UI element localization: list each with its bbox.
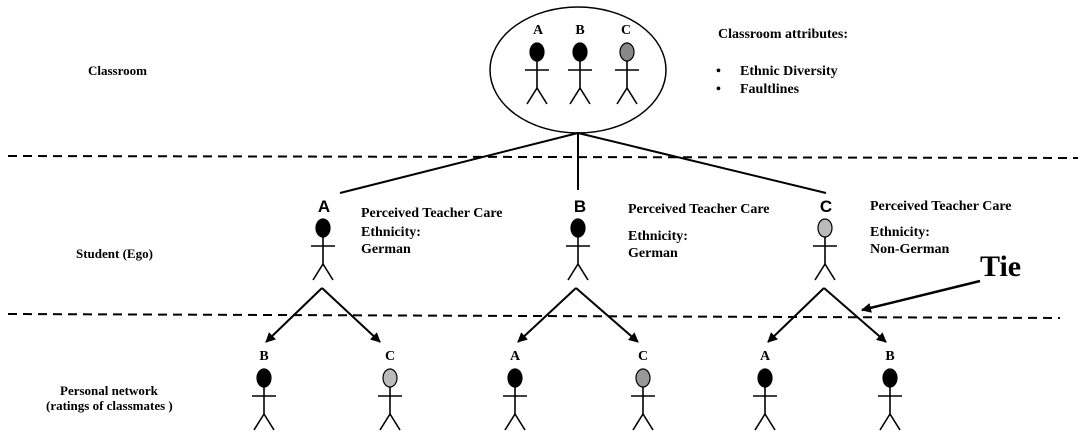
network-figure-b-a — [503, 368, 527, 431]
figure-left-leg — [312, 263, 324, 281]
arrow-a-to-c — [321, 287, 381, 343]
figure-head — [382, 368, 398, 388]
figure-left-leg — [879, 413, 891, 431]
figure-head — [757, 368, 773, 388]
link-classroom-student-c — [577, 132, 827, 194]
network-letter-c-1: B — [885, 349, 894, 364]
student-a-care: Perceived Teacher Care — [361, 206, 503, 221]
student-b-care: Perceived Teacher Care — [628, 202, 770, 217]
figure-right-leg — [579, 87, 591, 105]
separator-top — [7, 155, 1079, 159]
network-figure-b-c — [631, 368, 655, 431]
student-letter-a: A — [318, 197, 330, 216]
network-figure-c-b — [878, 368, 902, 431]
figure-head — [570, 218, 586, 238]
arrow-c-to-b — [823, 287, 887, 343]
network-figure-a-c — [378, 368, 402, 431]
level-label-network: Personal network — [60, 383, 159, 398]
classroom-letter-b: B — [575, 23, 584, 38]
network-letter-b-1: C — [638, 349, 648, 364]
classroom-figure-c — [615, 42, 639, 105]
figure-left-leg — [569, 87, 581, 105]
figure-right-leg — [514, 413, 526, 431]
network-letter-a-1: C — [385, 349, 395, 364]
figure-right-leg — [322, 263, 334, 281]
figure-right-leg — [889, 413, 901, 431]
separator-bottom — [7, 313, 1061, 319]
level-label-student: Student (Ego) — [76, 246, 153, 261]
figure-right-leg — [824, 263, 836, 281]
arrow-c-to-a — [767, 287, 825, 343]
classroom-figure-a — [525, 42, 549, 105]
student-figure-c — [813, 218, 837, 281]
network-letter-b-0: A — [510, 349, 521, 364]
figure-left-leg — [814, 263, 826, 281]
figure-right-leg — [263, 413, 275, 431]
tie-arrow — [861, 279, 981, 313]
classroom-letter-c: C — [621, 23, 631, 38]
stick-figures — [252, 42, 902, 431]
figure-left-leg — [379, 413, 391, 431]
attribute-bullet: • — [716, 82, 721, 97]
link-classroom-student-a — [339, 132, 579, 194]
figure-left-leg — [504, 413, 516, 431]
figure-head — [572, 42, 588, 62]
network-figure-c-a — [753, 368, 777, 431]
student-b-ethnicity-value: German — [628, 246, 678, 261]
figure-right-leg — [764, 413, 776, 431]
figure-left-leg — [754, 413, 766, 431]
student-figure-b — [566, 218, 590, 281]
figure-head — [817, 218, 833, 238]
student-b-ethnicity-label: Ethnicity: — [628, 229, 688, 244]
attribute-ethnic-diversity: Ethnic Diversity — [740, 64, 838, 79]
tie-label: Tie — [980, 250, 1021, 283]
figure-left-leg — [526, 87, 538, 105]
student-c-ethnicity-value: Non-German — [870, 242, 950, 257]
classroom-letter-a: A — [533, 23, 544, 38]
student-c-care: Perceived Teacher Care — [870, 199, 1012, 214]
student-a-ethnicity-value: German — [361, 242, 411, 257]
level-label-network-sub: (ratings of classmates ) — [46, 398, 173, 413]
figure-left-leg — [567, 263, 579, 281]
figure-head — [315, 218, 331, 238]
figure-left-leg — [616, 87, 628, 105]
student-letter-b: B — [574, 197, 586, 216]
student-letter-c: C — [820, 197, 832, 216]
figure-head — [619, 42, 635, 62]
classroom-attributes-title: Classroom attributes: — [718, 27, 848, 42]
figure-left-leg — [253, 413, 265, 431]
figure-right-leg — [536, 87, 548, 105]
network-letter-a-0: B — [259, 349, 268, 364]
arrow-a-to-b — [265, 287, 323, 343]
level-label-classroom: Classroom — [88, 63, 147, 78]
network-figure-a-b — [252, 368, 276, 431]
figure-head — [635, 368, 651, 388]
arrow-b-to-c — [575, 287, 639, 343]
figure-head — [507, 368, 523, 388]
student-a-ethnicity-label: Ethnicity: — [361, 225, 421, 240]
figure-right-leg — [577, 263, 589, 281]
figure-right-leg — [642, 413, 654, 431]
figure-left-leg — [632, 413, 644, 431]
arrow-b-to-a — [517, 287, 577, 343]
figure-right-leg — [626, 87, 638, 105]
classroom-figure-b — [568, 42, 592, 105]
figure-head — [882, 368, 898, 388]
attribute-bullet: • — [716, 64, 721, 79]
attribute-faultlines: Faultlines — [740, 82, 800, 97]
figure-head — [256, 368, 272, 388]
figure-right-leg — [389, 413, 401, 431]
figure-head — [529, 42, 545, 62]
student-figure-a — [311, 218, 335, 281]
student-c-ethnicity-label: Ethnicity: — [870, 225, 930, 240]
network-letter-c-0: A — [760, 349, 771, 364]
